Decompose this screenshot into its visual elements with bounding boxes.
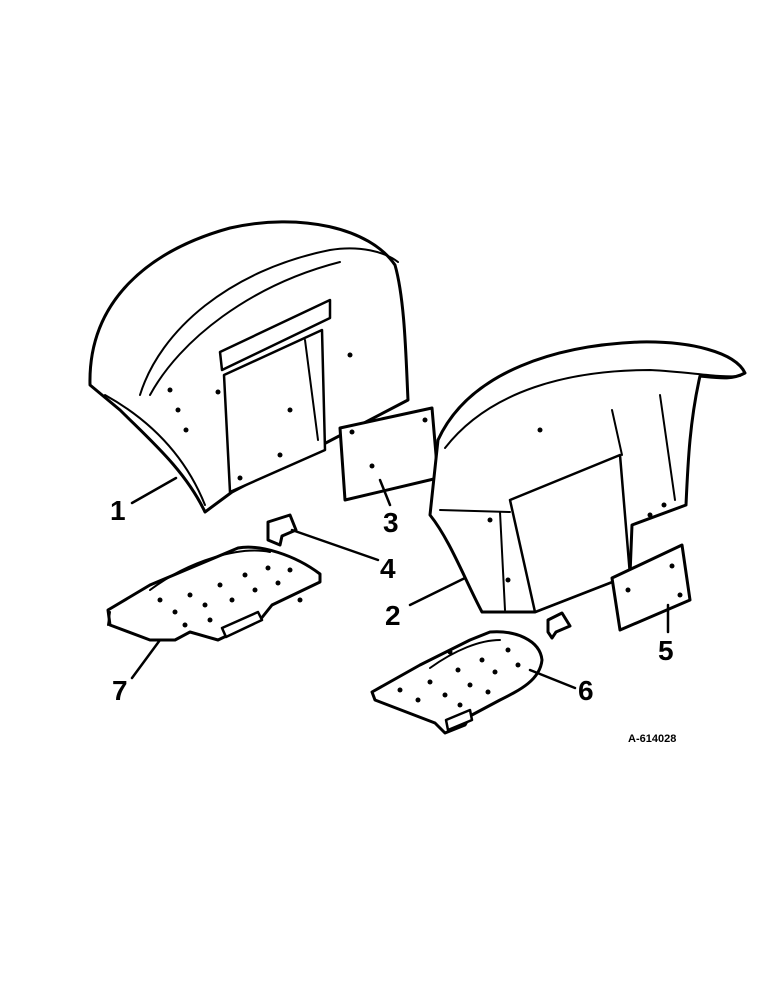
callout-6: 6 — [578, 675, 594, 706]
leader-lines — [130, 476, 670, 690]
left-step-plate — [106, 545, 322, 642]
leader-2 — [408, 576, 467, 607]
callout-1: 1 — [110, 495, 126, 526]
leader-4 — [290, 528, 380, 562]
callout-2: 2 — [385, 600, 401, 631]
callout-4: 4 — [380, 553, 396, 584]
right-step-plate — [370, 630, 544, 735]
leader-6 — [528, 668, 577, 690]
leader-3 — [378, 478, 392, 507]
callout-7: 7 — [112, 675, 128, 706]
callout-3: 3 — [383, 507, 399, 538]
left-fender — [88, 220, 410, 514]
callout-5: 5 — [658, 635, 674, 666]
right-fender — [428, 340, 747, 614]
bracket-left — [266, 513, 298, 547]
bracket-right — [546, 611, 572, 640]
leader-1 — [130, 476, 178, 505]
figure-reference-number: A-614028 — [628, 733, 676, 745]
right-plate — [610, 543, 692, 632]
leader-7 — [130, 638, 162, 680]
